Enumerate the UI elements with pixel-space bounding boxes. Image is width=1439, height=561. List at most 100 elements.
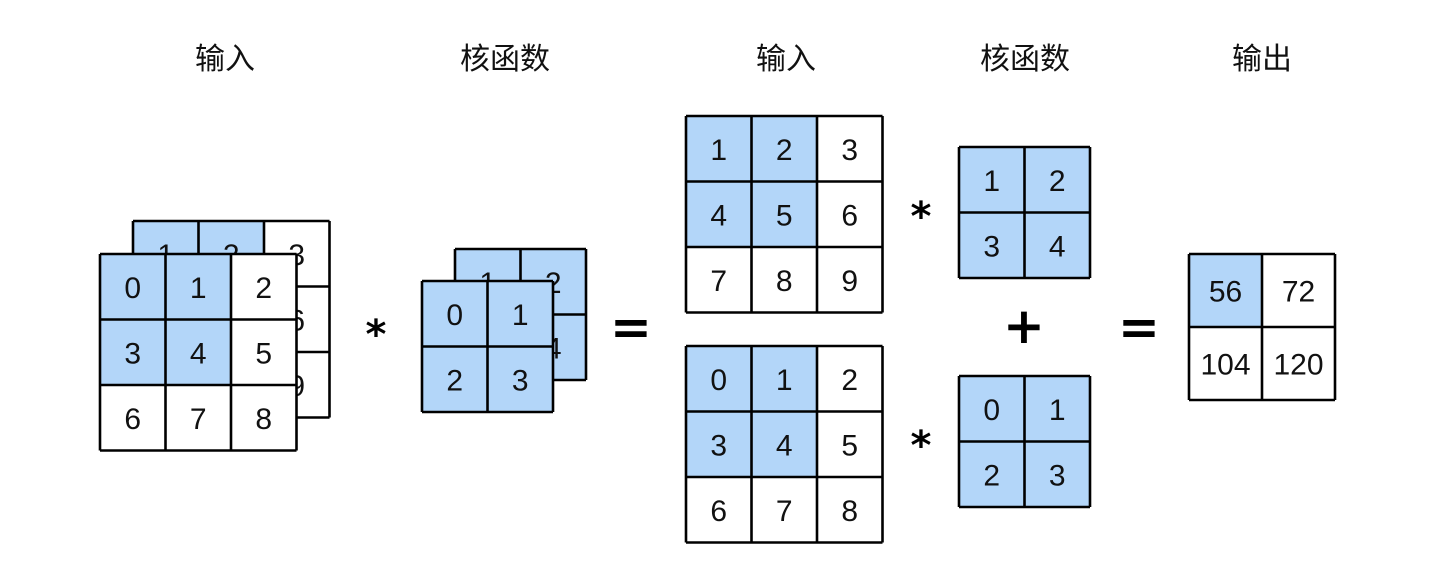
matrix-cell-value: 7 <box>190 403 207 436</box>
matrix-cell <box>231 319 297 385</box>
matrix-cell-value: 4 <box>190 337 207 370</box>
matrix-cell <box>817 181 883 247</box>
matrix-cell <box>751 181 817 247</box>
matrix-cell-value: 1 <box>190 272 207 305</box>
convolution-operator-left: * <box>366 312 387 358</box>
matrix-cell-value: 104 <box>1200 349 1250 382</box>
matrix-cell <box>1024 441 1090 507</box>
matrix-cell-value: 2 <box>446 364 463 397</box>
matrix-cell-value: 6 <box>841 199 858 232</box>
matrix-cell-value: 5 <box>776 199 793 232</box>
matrix-cell <box>165 319 231 385</box>
equals-operator-left: = <box>610 298 652 356</box>
matrix-cell-value: 120 <box>1273 349 1323 382</box>
matrix-cell-value: 3 <box>124 337 141 370</box>
header-kernel-split: 核函数 <box>980 42 1070 77</box>
convolution-operator-bottom: * <box>911 423 932 469</box>
kernel-stack-front-grid: 0 1 2 3 <box>420 279 555 414</box>
header-kernel-stacked: 核函数 <box>460 42 550 77</box>
matrix-cell-value: 9 <box>841 265 858 298</box>
matrix-cell <box>751 247 817 313</box>
matrix-cell-value: 56 <box>1209 276 1242 309</box>
matrix-cell <box>1262 327 1335 400</box>
matrix-cell <box>231 254 297 320</box>
matrix-cell-value: 7 <box>710 265 727 298</box>
matrix-cell <box>487 281 553 347</box>
matrix-cell-value: 3 <box>1049 459 1066 492</box>
matrix-cell-value: 2 <box>255 272 272 305</box>
matrix-cell <box>422 346 488 412</box>
kernel-channel-1-grid: 1 2 3 4 <box>957 145 1092 280</box>
matrix-cell <box>100 385 166 451</box>
matrix-cell-value: 5 <box>255 337 272 370</box>
matrix-cell <box>959 147 1025 213</box>
matrix-cell-value: 4 <box>710 199 727 232</box>
matrix-cell-value: 0 <box>710 364 727 397</box>
matrix-cell <box>751 116 817 182</box>
matrix-cell-value: 1 <box>983 165 1000 198</box>
matrix-cell-value: 1 <box>776 364 793 397</box>
matrix-cell-value: 8 <box>776 265 793 298</box>
input-stack-front-grid: 0 1 2 3 4 5 6 7 8 <box>98 252 298 452</box>
header-output: 输出 <box>1232 42 1292 77</box>
matrix-cell <box>817 411 883 477</box>
matrix-cell <box>817 477 883 543</box>
matrix-cell <box>165 385 231 451</box>
matrix-cell-value: 3 <box>983 230 1000 263</box>
matrix-cell <box>817 116 883 182</box>
matrix-cell <box>1024 212 1090 278</box>
matrix-cell <box>686 477 752 543</box>
matrix-cell-value: 2 <box>776 134 793 167</box>
matrix-cell-value: 6 <box>124 403 141 436</box>
matrix-cell-value: 8 <box>255 403 272 436</box>
matrix-cell-value: 1 <box>1049 394 1066 427</box>
matrix-cell-value: 4 <box>1049 230 1066 263</box>
matrix-cell-value: 72 <box>1282 276 1315 309</box>
matrix-cell-value: 3 <box>841 134 858 167</box>
matrix-cell-value: 1 <box>710 134 727 167</box>
convolution-operator-top: * <box>911 194 932 240</box>
matrix-cell <box>686 181 752 247</box>
matrix-cell <box>686 247 752 313</box>
header-input-split: 输入 <box>756 42 816 77</box>
matrix-cell <box>959 441 1025 507</box>
matrix-cell-value: 3 <box>512 364 529 397</box>
matrix-cell <box>817 247 883 313</box>
matrix-cell <box>751 346 817 412</box>
matrix-cell-value: 0 <box>124 272 141 305</box>
matrix-cell <box>1189 327 1262 400</box>
output-grid: 56 72 104 120 <box>1187 252 1337 402</box>
plus-operator: + <box>1003 297 1045 355</box>
matrix-cell <box>686 346 752 412</box>
matrix-cell-value: 0 <box>446 299 463 332</box>
matrix-cell <box>751 477 817 543</box>
matrix-cell <box>487 346 553 412</box>
matrix-cell-value: 2 <box>1049 165 1066 198</box>
matrix-cell <box>1024 147 1090 213</box>
matrix-cell-value: 6 <box>710 495 727 528</box>
matrix-cell <box>422 281 488 347</box>
matrix-cell-value: 5 <box>841 429 858 462</box>
matrix-cell <box>817 346 883 412</box>
matrix-cell-value: 3 <box>710 429 727 462</box>
matrix-cell <box>751 411 817 477</box>
matrix-cell-value: 1 <box>512 299 529 332</box>
matrix-cell <box>1024 376 1090 442</box>
matrix-cell-value: 2 <box>841 364 858 397</box>
matrix-cell-value: 0 <box>983 394 1000 427</box>
matrix-cell <box>686 116 752 182</box>
matrix-cell <box>100 254 166 320</box>
header-input-stacked: 输入 <box>195 42 255 77</box>
matrix-cell-value: 2 <box>983 459 1000 492</box>
matrix-cell <box>959 212 1025 278</box>
input-channel-1-grid: 1 2 3 4 5 6 7 8 9 <box>684 114 884 314</box>
matrix-cell <box>686 411 752 477</box>
matrix-cell-value: 4 <box>776 429 793 462</box>
matrix-cell <box>1189 254 1262 327</box>
matrix-cell <box>231 385 297 451</box>
matrix-cell <box>1262 254 1335 327</box>
matrix-cell <box>165 254 231 320</box>
matrix-cell-value: 8 <box>841 495 858 528</box>
